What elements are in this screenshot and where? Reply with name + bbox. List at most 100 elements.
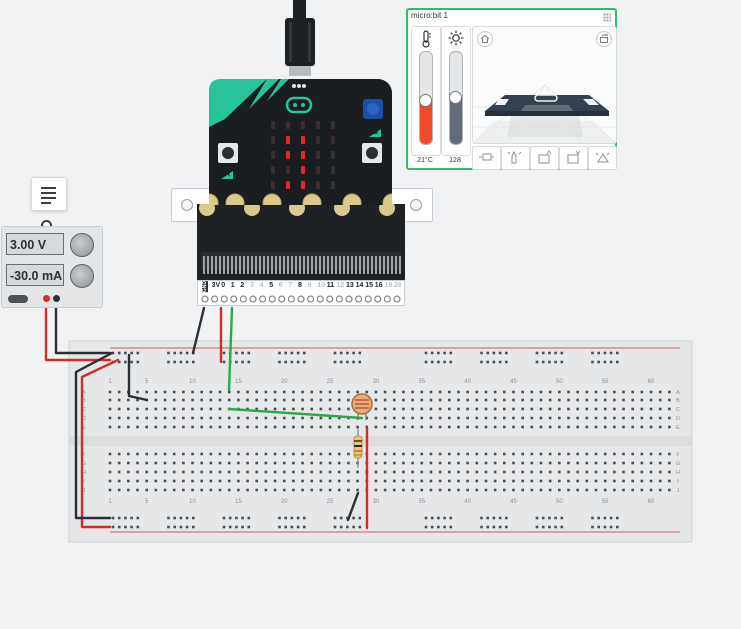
column-number: 1 <box>108 379 112 385</box>
light-thumb[interactable] <box>449 91 462 104</box>
pin-hole[interactable] <box>335 295 343 303</box>
pin-hole[interactable] <box>220 295 228 303</box>
pin-hole[interactable] <box>345 295 353 303</box>
sun-icon <box>448 30 464 46</box>
microbit-edge-connector[interactable] <box>197 200 405 280</box>
drag-handle-icon[interactable] <box>603 13 611 22</box>
wire-psu-negative <box>54 298 112 355</box>
pin-hole[interactable] <box>287 295 295 303</box>
led-0-1 <box>286 121 290 129</box>
temperature-thumb[interactable] <box>419 93 432 107</box>
pin-hole[interactable] <box>393 295 401 303</box>
button-b-label: B <box>373 129 379 136</box>
photoresistor[interactable] <box>351 393 373 420</box>
pin-label: 0 <box>221 282 226 289</box>
voltage-knob[interactable] <box>70 233 94 257</box>
pin-label: 12 <box>336 282 345 289</box>
led-2-0 <box>271 151 275 159</box>
pin-hole[interactable] <box>278 295 286 303</box>
logo-down-gesture-button[interactable] <box>559 146 588 170</box>
pin-hole[interactable] <box>211 295 219 303</box>
current-knob[interactable] <box>70 264 94 288</box>
pin-hole[interactable] <box>239 295 247 303</box>
power-toggle[interactable] <box>8 295 28 303</box>
microbit-sensor-panel[interactable]: micro:bit 1 21°C 128 <box>406 8 617 170</box>
wire-pin0-to-ldr <box>227 407 364 420</box>
column-number: 50 <box>556 499 563 505</box>
freefall-gesture-button[interactable] <box>588 146 617 170</box>
tilt-gesture-button[interactable] <box>472 146 501 170</box>
button-a-label: A <box>225 171 231 178</box>
pin-label: GND <box>202 281 208 293</box>
breadboard-holes[interactable] <box>108 351 671 529</box>
edge-pad[interactable] <box>225 193 245 213</box>
led-1-0 <box>271 136 275 144</box>
rotate-view-icon[interactable] <box>596 31 612 47</box>
row-letter: F <box>676 452 680 458</box>
column-number: 50 <box>556 379 563 385</box>
row-letter: J <box>83 488 86 494</box>
connector-pad <box>334 200 350 216</box>
edge-pad[interactable] <box>382 193 402 213</box>
row-letter: A <box>82 390 86 396</box>
pin-hole[interactable] <box>355 295 363 303</box>
pin-hole[interactable] <box>297 295 305 303</box>
pin-hole[interactable] <box>268 295 276 303</box>
row-letter: G <box>676 461 680 467</box>
temperature-value: 21°C <box>417 157 433 164</box>
pin-hole[interactable] <box>201 295 209 303</box>
pin-hole[interactable] <box>259 295 267 303</box>
shake-gesture-button[interactable] <box>501 146 530 170</box>
positive-terminal[interactable] <box>43 295 50 302</box>
power-supply[interactable]: 3.00 V -30.0 mA <box>1 226 103 308</box>
temperature-slider[interactable] <box>411 26 441 156</box>
led-4-4 <box>331 181 335 189</box>
led-4-3 <box>316 181 320 189</box>
shake-icon <box>507 150 522 164</box>
pin-hole[interactable] <box>326 295 334 303</box>
led-0-2 <box>301 121 305 129</box>
led-2-4 <box>331 151 335 159</box>
edge-pad[interactable] <box>302 193 322 213</box>
resistor[interactable] <box>353 428 363 468</box>
pin-label: 1 <box>230 282 235 289</box>
pin-hole[interactable] <box>383 295 391 303</box>
notes-bubble[interactable] <box>31 177 67 211</box>
led-3-4 <box>331 166 335 174</box>
pin-hole[interactable] <box>249 295 257 303</box>
led-2-3 <box>316 151 320 159</box>
pin-hole[interactable] <box>364 295 372 303</box>
pin-label: 11 <box>326 282 335 289</box>
pin-hole[interactable] <box>374 295 382 303</box>
led-3-2 <box>301 166 305 174</box>
edge-pad[interactable] <box>262 193 282 213</box>
pin-hole[interactable] <box>316 295 324 303</box>
connector-pad <box>244 200 260 216</box>
breadboard-center-channel <box>69 436 692 446</box>
edge-pad[interactable] <box>342 193 362 213</box>
led-1-3 <box>316 136 320 144</box>
negative-terminal[interactable] <box>53 295 60 302</box>
pin-hole[interactable] <box>307 295 315 303</box>
microbit-board[interactable]: A B <box>199 79 402 213</box>
logo-up-gesture-button[interactable] <box>530 146 559 170</box>
row-letter: E <box>82 425 86 431</box>
pin-label: 14 <box>355 282 364 289</box>
pin-label: 20 <box>394 282 402 289</box>
wires[interactable] <box>44 298 369 530</box>
pin-hole[interactable] <box>230 295 238 303</box>
pin-label: 16 <box>374 282 383 289</box>
light-slider[interactable] <box>441 26 471 156</box>
wire-microbit-pin0 <box>227 306 234 392</box>
microbit-3d-view[interactable] <box>472 26 617 144</box>
edge-pad[interactable] <box>199 193 219 213</box>
current-display: -30.0 mA <box>6 264 64 286</box>
led-0-3 <box>316 121 320 129</box>
pin-label: 10 <box>317 282 325 289</box>
column-number: 10 <box>189 379 196 385</box>
voltage-display: 3.00 V <box>6 233 64 255</box>
connector-pad <box>289 200 305 216</box>
home-icon[interactable] <box>477 31 493 47</box>
